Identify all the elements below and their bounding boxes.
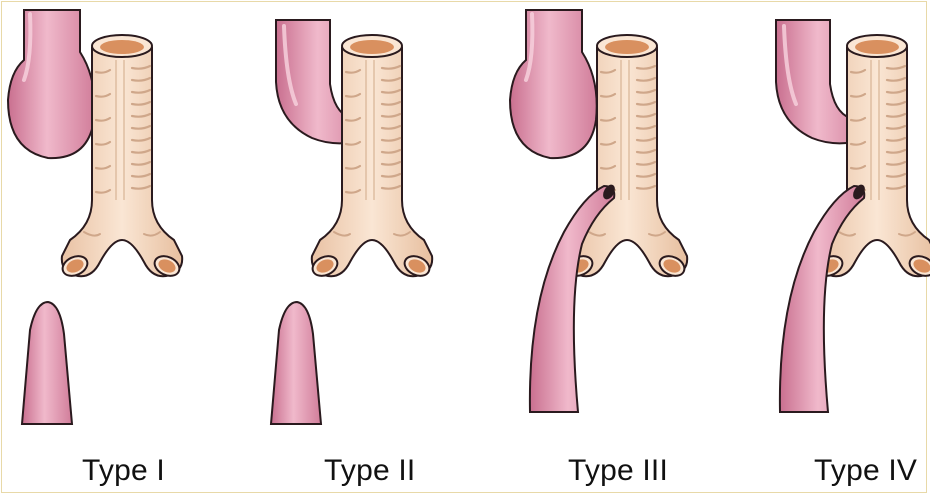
lower-blind-segment [271,302,321,424]
upper-blind-pouch [510,10,597,158]
type-ii-illustration [271,20,433,424]
lower-blind-segment [22,302,72,424]
type-iii-illustration [510,10,688,412]
type-i-label: Type I [82,454,165,488]
type-iv-label: Type IV [814,454,917,488]
type-i-illustration [8,10,183,424]
type-ii-label: Type II [324,454,415,488]
type-iii-label: Type III [568,454,668,488]
type-iv-illustration [776,20,930,412]
upper-blind-pouch [8,10,95,158]
